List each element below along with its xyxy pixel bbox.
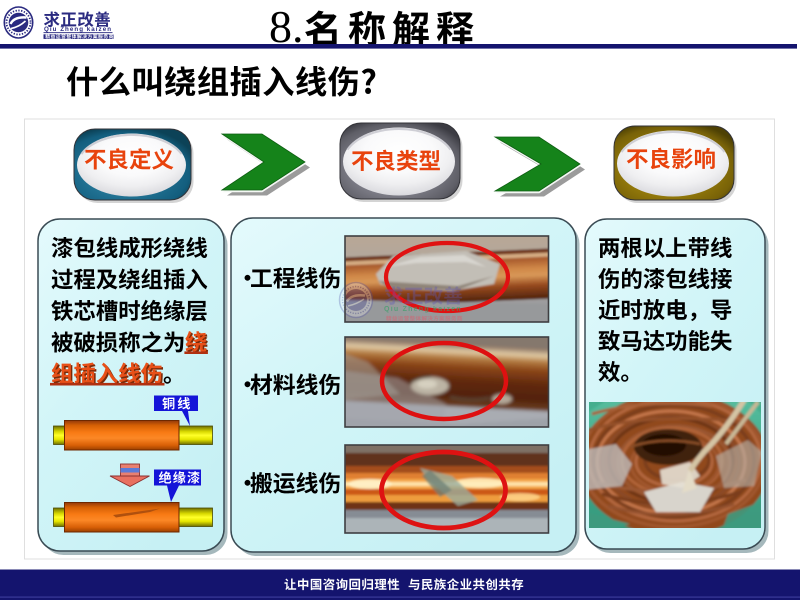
svg-text:8.: 8. bbox=[269, 1, 304, 52]
svg-text:Qiu Zheng kaizen: Qiu Zheng kaizen bbox=[44, 26, 112, 33]
svg-text:Qiu Zheng kaizen: Qiu Zheng kaizen bbox=[384, 306, 462, 313]
